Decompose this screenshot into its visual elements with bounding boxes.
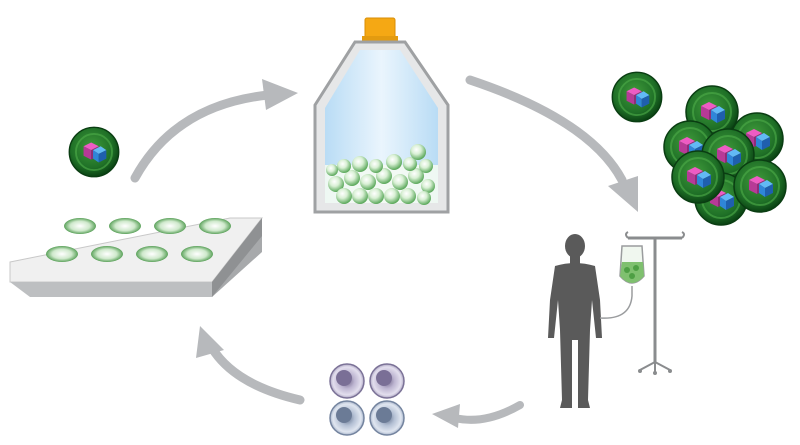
multiwell-plate-icon <box>9 217 264 297</box>
arrow-flask-to-cells <box>465 75 638 212</box>
iv-bag-icon <box>599 245 645 319</box>
arrow-plate-to-flask <box>130 79 298 183</box>
blood-cells-icon <box>329 363 405 436</box>
arrow-patient-to-blood-cells <box>432 401 524 428</box>
culture-flask-icon <box>313 17 450 214</box>
patient-silhouette-icon <box>548 234 602 408</box>
arrow-blood-cells-to-plate <box>196 326 305 405</box>
flask-cell-beads <box>326 144 435 205</box>
plate-wells <box>46 218 231 262</box>
modified-cell-cluster-icon <box>611 71 787 226</box>
iv-stand-icon <box>599 231 685 375</box>
single-modified-cell-icon <box>68 126 120 178</box>
